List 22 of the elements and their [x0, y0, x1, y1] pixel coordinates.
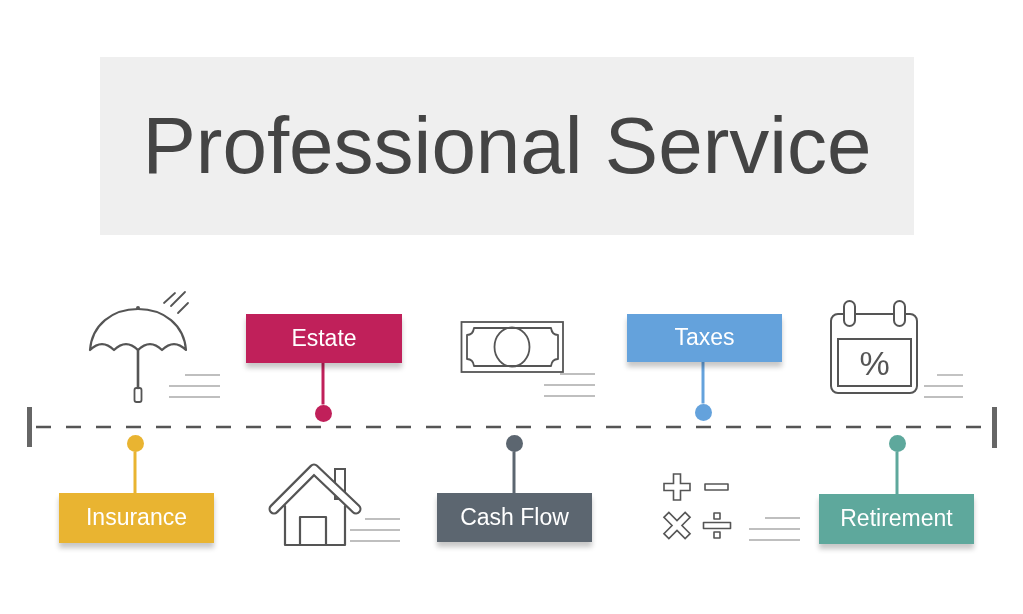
category-tag: [627, 314, 782, 362]
timeline-dot: [505, 434, 523, 452]
timeline-dot: [314, 404, 332, 422]
tag-label: Retirement: [840, 506, 953, 532]
timeline-dot: [694, 403, 712, 421]
tag-label: Taxes: [674, 325, 735, 351]
title: Professional Service: [142, 102, 872, 190]
tag-label: Estate: [291, 325, 357, 352]
category-tag: [437, 493, 592, 542]
category-tag: [246, 314, 402, 363]
connector-line: [133, 451, 137, 493]
timeline-dot: [126, 434, 144, 452]
tag-label: Insurance: [86, 505, 187, 531]
timeline-dot: [888, 434, 906, 452]
category-tag: [59, 493, 214, 543]
percent-sign: %: [859, 345, 890, 380]
connector-line: [321, 363, 325, 405]
connector-line: [512, 451, 516, 493]
connector-line: [895, 451, 899, 494]
connector-line: [701, 362, 705, 404]
category-tag: [819, 494, 974, 544]
tag-label: Cash Flow: [460, 504, 569, 531]
